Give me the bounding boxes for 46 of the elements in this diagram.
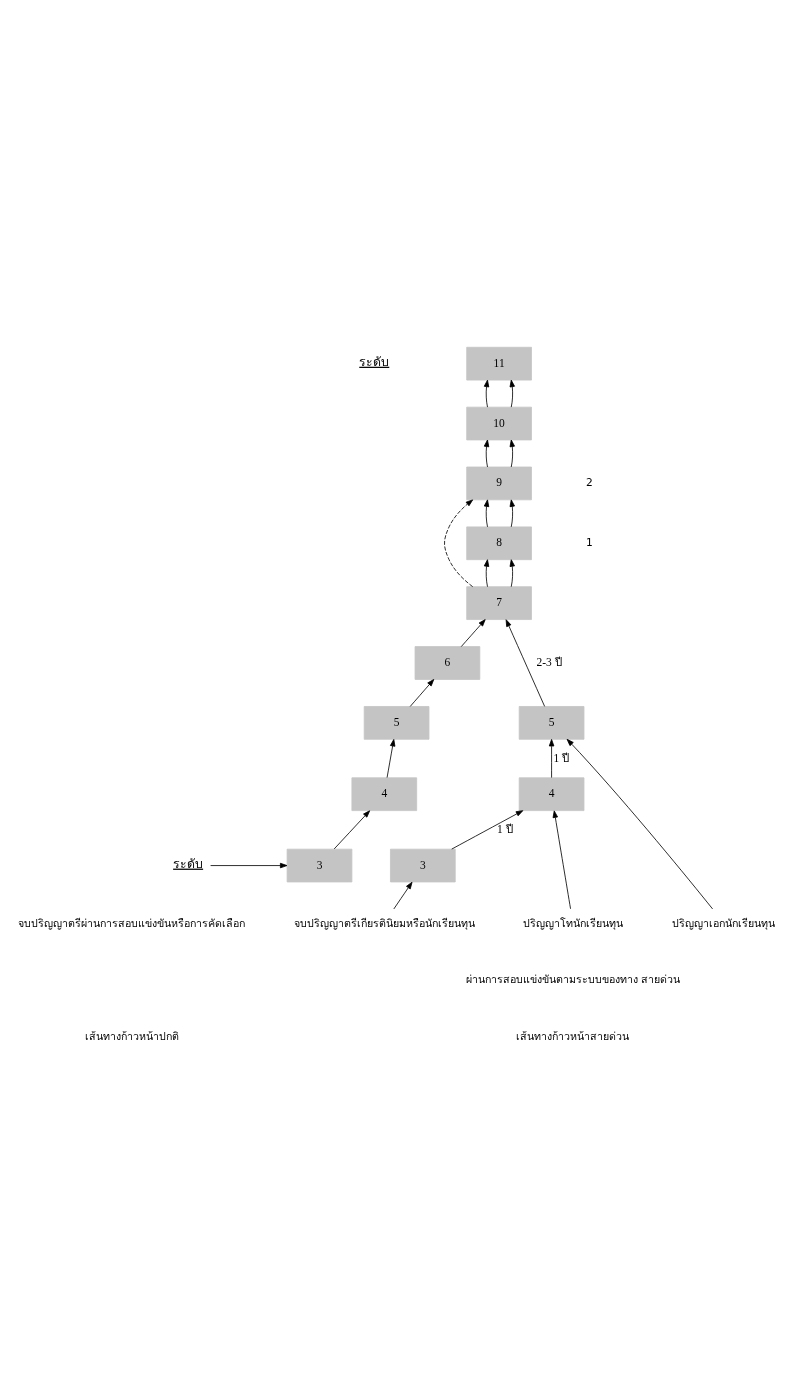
node-box: 3 [286,848,353,883]
arrow [552,810,571,910]
arrow [409,679,435,707]
arrow [386,739,396,778]
arrow [483,559,490,588]
node-box: 7 [466,586,532,620]
label: ผ่านการสอบแข่งขันตามระบบของทาง สายด่วน [465,973,681,987]
arrow [566,738,713,910]
arrow [509,439,515,468]
label: เส้นทางก้าวหน้าสายด่วน [516,1029,630,1043]
label: 1 [585,536,593,550]
node-box: 5 [363,706,430,740]
node-box: 9 [466,466,532,501]
arrow [509,559,515,588]
label: จบปริญญาตรีผ่านการสอบแข่งขันหรือการคัดเลือก [18,916,246,930]
arrow [444,499,474,588]
arrow [483,379,490,408]
node-box: 10 [466,406,532,441]
arrow [509,499,515,528]
node-text: ปริญญาโทนักเรียนทุน [522,916,623,930]
edge-label: 2-3 ปี [536,656,562,669]
arrow [548,739,555,778]
node-text: จบปริญญาตรีเกียรตินิยมหรือนักเรียนทุน [293,916,475,930]
arrow [210,862,288,869]
arrow [509,379,515,408]
node-box: 8 [466,526,532,561]
edge-label: 1 ปี [497,822,513,835]
node-box: 11 [466,346,532,381]
node-box: 4 [518,777,585,812]
arrow [393,881,413,910]
label: 2 [585,476,593,490]
edge-label: 1 ปี [553,751,570,764]
node-box: 5 [518,706,585,740]
label: ระดับ [359,354,390,369]
node-text: ปริญญาเอกนักเรียนทุน [672,916,776,930]
node-box: 4 [351,777,418,812]
arrow [483,499,490,528]
label: เส้นทางก้าวหน้าปกติ [84,1029,179,1043]
arrow [483,439,490,468]
arrow [505,619,545,707]
arrow [333,810,371,850]
node-box: 6 [414,646,481,680]
node-text: ระดับ [173,856,204,871]
node-box: 3 [390,848,456,883]
arrow [460,619,486,647]
arrow [451,810,524,850]
